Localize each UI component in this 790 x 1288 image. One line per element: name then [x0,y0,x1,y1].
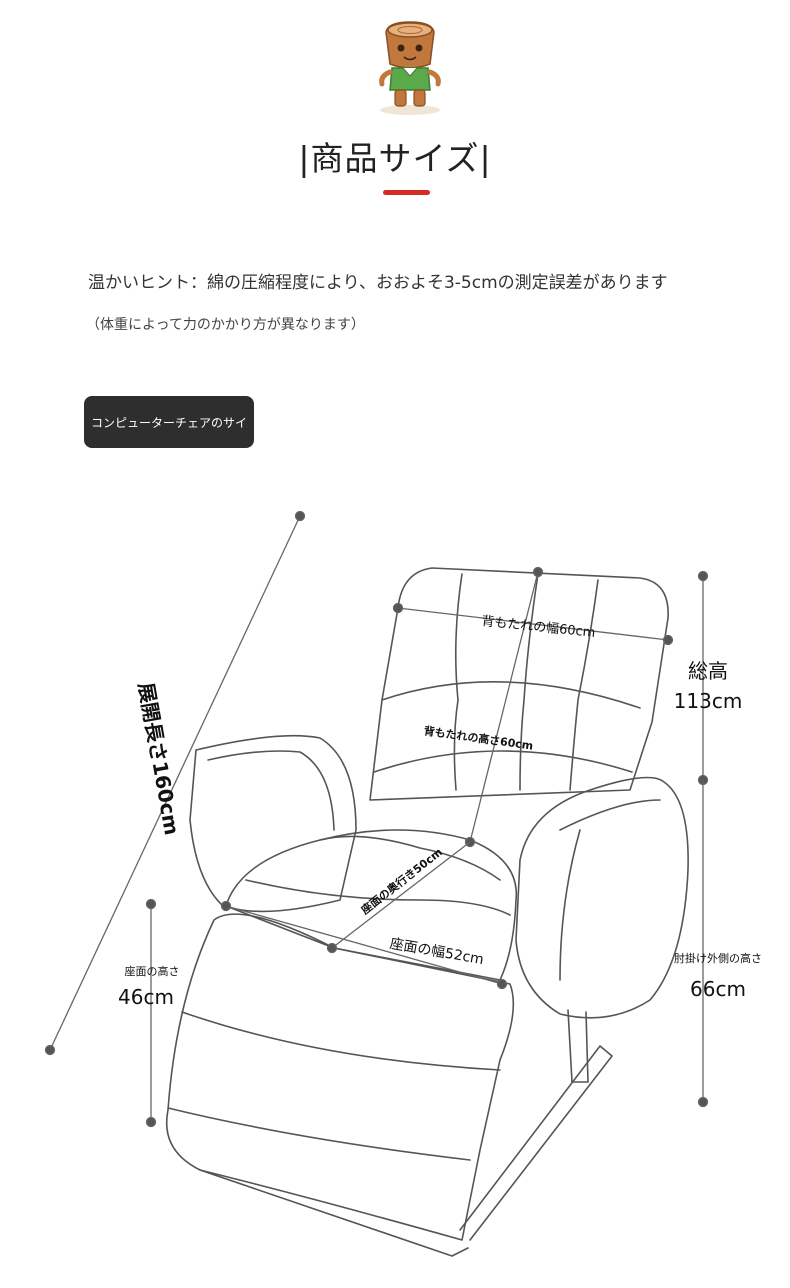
seat-height-label: 座面の高さ [125,964,180,978]
section-tag: コンピューターチェアのサイ [84,396,254,448]
armrest-height-label: 肘掛け外側の高さ [674,951,762,965]
tree-stump-mascot-icon [379,21,441,115]
measurement-hint-note: （体重によって力のかかり方が異なります） [86,317,365,333]
measurement-hint: 温かいヒント：綿の圧縮程度により、おおよそ3-5cmの測定誤差があります [88,273,668,293]
total-height-value: 113cm [674,689,743,713]
total-height-label: 総高 [688,659,728,683]
left-armrest [189,734,357,913]
title-underline [383,190,430,195]
unfolded-length-label: 展開長さ160cm [134,681,184,837]
backrest-height-label: 背もたれの高さ60cm [423,723,534,752]
page-title: |商品サイズ| [298,139,492,178]
backrest-outline [369,567,669,801]
seat-cushion [225,829,518,981]
backrest-width-label: 背もたれの幅60cm [481,614,596,641]
armrest-height-value: 66cm [690,977,746,1001]
seat-width-label: 座面の幅52cm [388,936,484,968]
right-armrest [515,776,689,1019]
footrest [166,913,515,1241]
seat-depth-label: 座面の奥行き50cm [357,845,445,918]
seat-height-value: 46cm [118,985,174,1009]
